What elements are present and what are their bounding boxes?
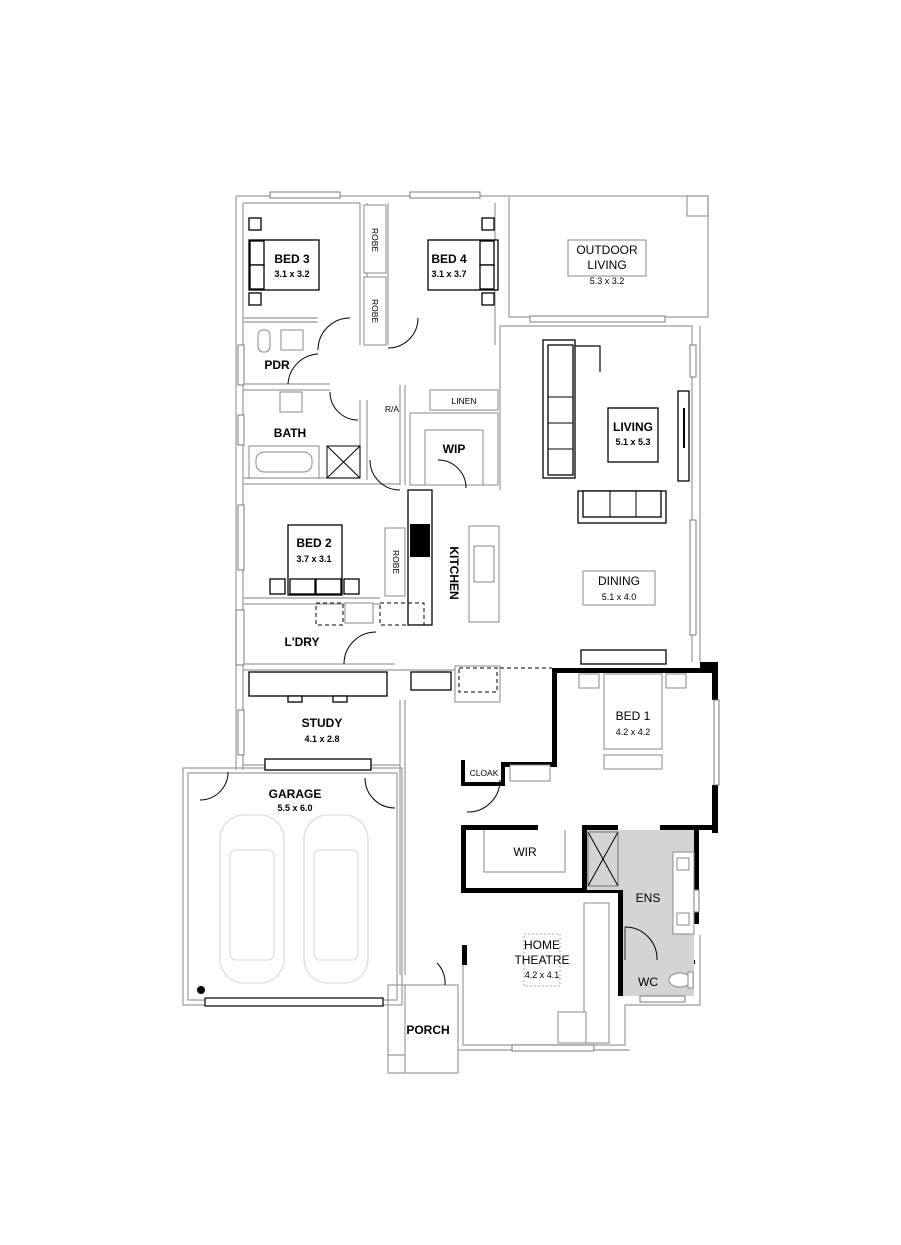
dims-living: 5.1 x 5.3 — [615, 437, 650, 447]
dims-dining: 5.1 x 4.0 — [602, 592, 637, 602]
label-linen: LINEN — [451, 396, 476, 406]
ensuite-area — [587, 830, 695, 996]
label-outdoor-line1: OUTDOOR — [576, 243, 638, 257]
dims-bed1: 4.2 x 4.2 — [616, 727, 651, 737]
label-wc: WC — [638, 975, 658, 989]
cars — [197, 814, 369, 994]
label-wir: WIR — [513, 845, 537, 859]
furniture — [248, 204, 690, 1044]
label-bed4: BED 4 — [431, 252, 467, 266]
label-bed2: BED 2 — [296, 536, 332, 550]
windows — [204, 191, 720, 1052]
label-bed3: BED 3 — [274, 252, 310, 266]
label-bed1: BED 1 — [616, 709, 651, 723]
room-labels: BED 3 3.1 x 3.2 BED 4 3.1 x 3.7 ROBE ROB… — [264, 228, 660, 1037]
label-outdoor-line2: LIVING — [587, 258, 626, 272]
dims-study: 4.1 x 2.8 — [304, 734, 339, 744]
dims-bed2: 3.7 x 3.1 — [296, 554, 331, 564]
label-kitchen: KITCHEN — [447, 546, 461, 599]
label-dining: DINING — [598, 574, 640, 588]
label-bath: BATH — [274, 426, 306, 440]
label-wip: WIP — [443, 442, 466, 456]
label-garage: GARAGE — [269, 787, 322, 801]
label-robe-c: ROBE — [391, 550, 401, 574]
label-ldry: L'DRY — [284, 635, 319, 649]
label-porch: PORCH — [406, 1023, 449, 1037]
dims-outdoor: 5.3 x 3.2 — [590, 276, 625, 286]
label-ens: ENS — [636, 891, 661, 905]
label-cloak: CLOAK — [470, 768, 499, 778]
label-living: LIVING — [613, 420, 653, 434]
dims-theatre: 4.2 x 4.1 — [525, 970, 560, 980]
dims-bed4: 3.1 x 3.7 — [431, 269, 466, 279]
label-return-air: R/A — [385, 404, 400, 414]
label-robe-b: ROBE — [370, 299, 380, 323]
dims-garage: 5.5 x 6.0 — [277, 803, 312, 813]
label-theatre-line1: HOME — [524, 938, 560, 952]
label-study: STUDY — [302, 716, 343, 730]
dims-bed3: 3.1 x 3.2 — [274, 269, 309, 279]
label-theatre-line2: THEATRE — [514, 953, 569, 967]
label-robe-a: ROBE — [370, 228, 380, 252]
label-pdr: PDR — [264, 358, 290, 372]
doors — [199, 317, 501, 986]
